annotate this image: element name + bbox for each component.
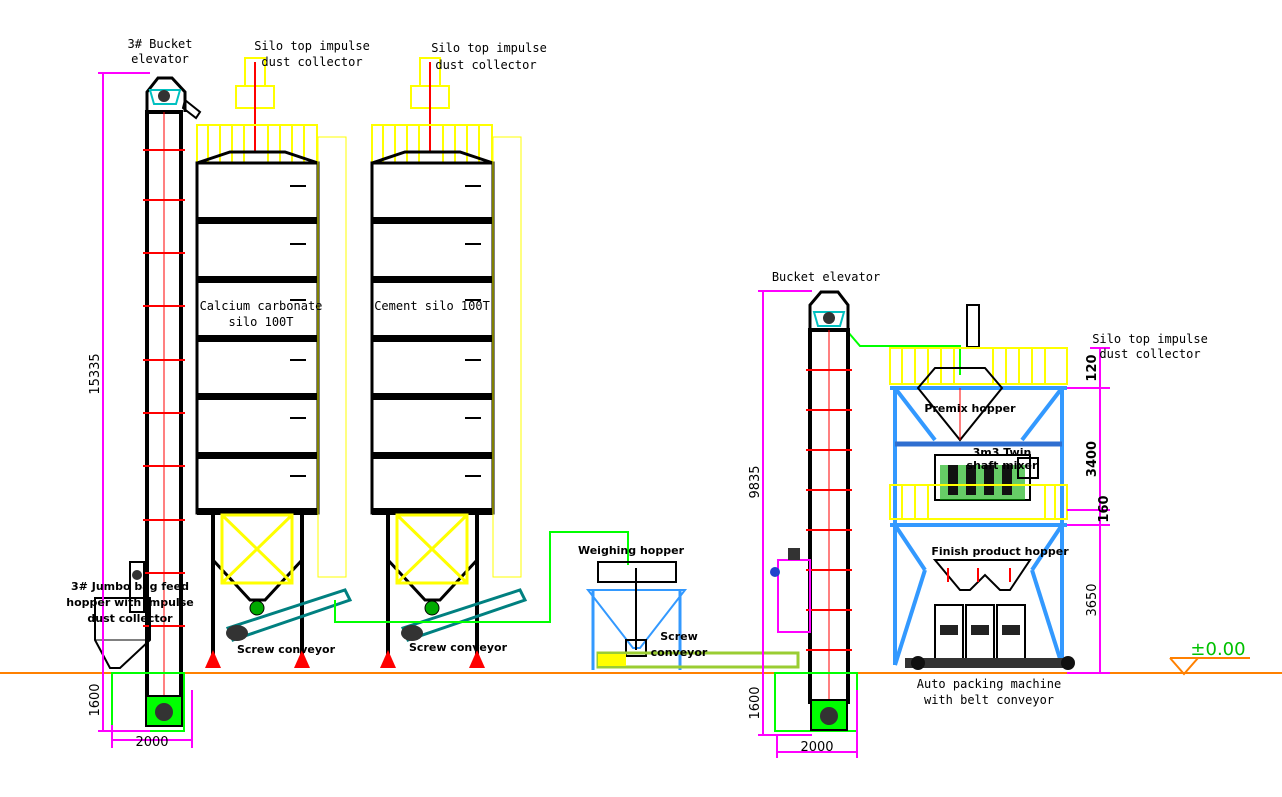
- label-bucket-elevator-3-l2: elevator: [131, 52, 189, 66]
- dimension-lines: [98, 72, 1110, 758]
- label-auto-packing-l1: Auto packing machine: [917, 677, 1062, 691]
- label-silo-dust-collector-2-l1: Silo top impulse: [431, 41, 547, 55]
- label-calcium-silo-l2: silo 100T: [228, 315, 293, 329]
- label-auto-packing-l2: with belt conveyor: [924, 693, 1054, 707]
- dim-mid-pit-width: 2000: [800, 740, 833, 755]
- dim-right-top: 120: [1085, 354, 1100, 381]
- dim-left-pit-depth: 1600: [88, 683, 103, 716]
- label-bucket-elevator: Bucket elevator: [772, 270, 880, 284]
- jumbo-bag-hopper: [94, 561, 151, 669]
- label-jumbo-bag-l2: hopper with impulse: [66, 596, 193, 609]
- dim-left-pit-width: 2000: [135, 735, 168, 750]
- dim-right-lower: 3650: [1085, 583, 1100, 616]
- label-jumbo-bag-l3: dust collector: [87, 612, 173, 625]
- label-screw-conveyor-3-l1: Screw: [660, 630, 698, 643]
- label-screw-conveyor-3-l2: conveyor: [651, 646, 708, 659]
- label-silo-dust-collector-1-l2: dust collector: [261, 55, 362, 69]
- bucket-elevator-3: [111, 76, 202, 732]
- label-silo-dust-collector-1-l1: Silo top impulse: [254, 39, 370, 53]
- dim-right-mid: 160: [1097, 495, 1112, 522]
- dim-right-upper: 3400: [1085, 441, 1100, 477]
- dim-mid-pit-depth: 1600: [748, 686, 763, 719]
- screw-conveyors: [225, 588, 528, 642]
- bucket-elevator-main: [770, 290, 858, 732]
- label-twin-mixer-l2: shaft mixer: [967, 459, 1038, 472]
- label-silo-dust-collector-3-l2: dust collector: [1099, 347, 1200, 361]
- ground-level-label: ±0.00: [1190, 639, 1245, 660]
- label-screw-conveyor-1: Screw conveyor: [237, 643, 336, 656]
- label-jumbo-bag-l1: 3# Jumbo bag feed: [71, 580, 189, 593]
- silo-calcium-carbonate: [195, 57, 347, 668]
- label-cement-silo: Cement silo 100T: [374, 299, 490, 313]
- label-silo-dust-collector-2-l2: dust collector: [435, 58, 536, 72]
- label-weighing-hopper: Weighing hopper: [578, 544, 685, 557]
- label-finish-product-hopper: Finish product hopper: [931, 545, 1069, 558]
- label-screw-conveyor-2: Screw conveyor: [409, 641, 508, 654]
- mixing-tower: [889, 304, 1075, 670]
- label-twin-mixer-l1: 3m3 Twin: [973, 446, 1032, 459]
- label-silo-dust-collector-3-l1: Silo top impulse: [1092, 332, 1208, 346]
- transfer-pipes: [334, 331, 961, 623]
- weighing-hopper: [585, 561, 800, 670]
- dimension-texts: 15335 1600 2000 9835 1600 2000 120 3400 …: [88, 353, 1246, 755]
- labels: 3# Bucket elevator Silo top impulse dust…: [66, 37, 1208, 707]
- silo-cement: [370, 57, 522, 668]
- ground-level-marker: [1169, 657, 1250, 676]
- dim-left-height: 15335: [88, 353, 103, 394]
- label-calcium-silo-l1: Calcium carbonate: [200, 299, 323, 313]
- dim-mid-height: 9835: [748, 465, 763, 498]
- label-bucket-elevator-3-l1: 3# Bucket: [127, 37, 192, 51]
- label-premix-hopper: Premix hopper: [924, 402, 1016, 415]
